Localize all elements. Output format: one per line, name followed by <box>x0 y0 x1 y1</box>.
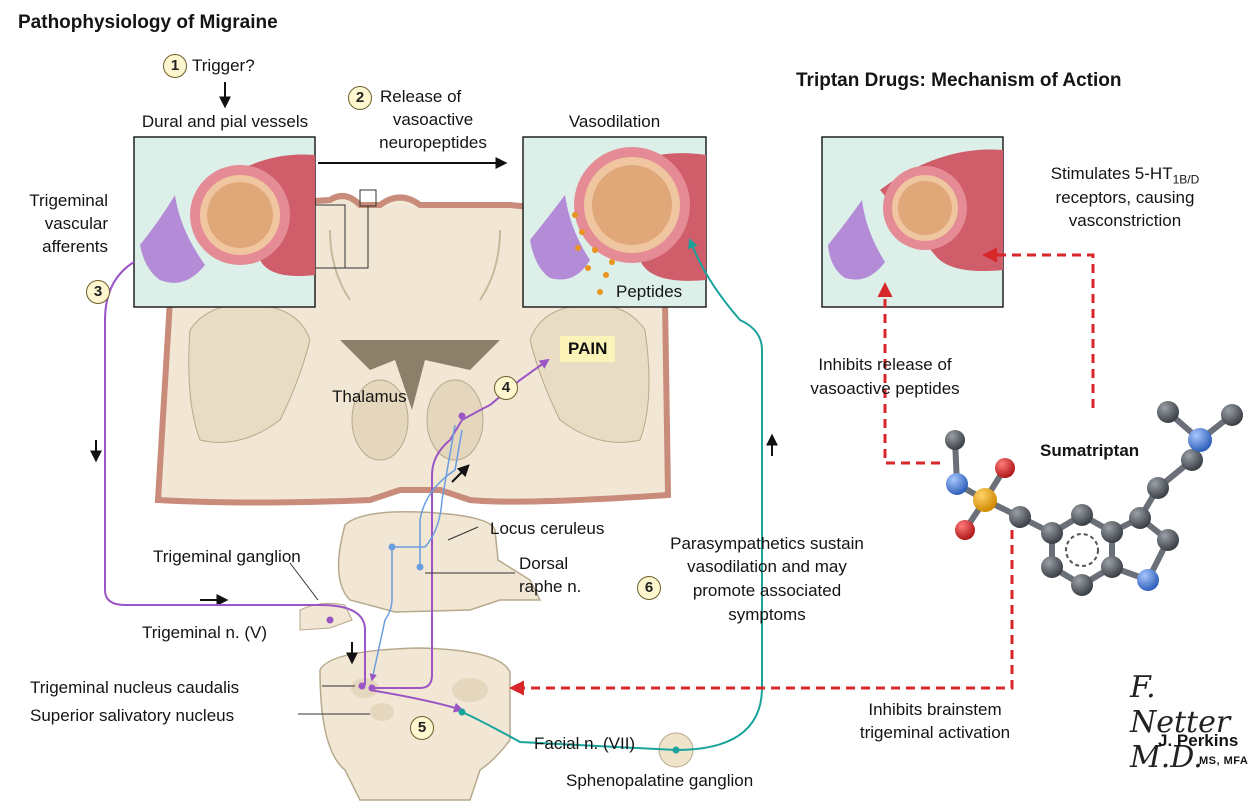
panel-dural <box>133 136 316 308</box>
trigeminal-ganglion-shape <box>299 602 353 631</box>
drug-arrow-brainstem <box>509 530 1014 696</box>
sumatriptan-label: Sumatriptan <box>1040 441 1140 460</box>
inhibits-brainstem-1: Inhibits brainstem <box>868 700 1002 719</box>
step-6-badge: 6 <box>637 576 661 600</box>
trigeminal-nucleus-label: Trigeminal nucleus caudalis <box>30 678 240 697</box>
release-label-3: neuropeptides <box>379 133 487 152</box>
drug-arrow-release <box>877 282 940 465</box>
release-label-2: vasoactive <box>392 110 474 129</box>
diagonal-arrow <box>451 464 470 483</box>
step-1-badge: 1 <box>163 54 187 78</box>
dural-label: Dural and pial vessels <box>141 112 309 131</box>
trigger-label: Trigger? <box>192 56 255 75</box>
inhibits-release-2: vasoactive peptides <box>810 379 960 398</box>
parasympathetics-4: symptoms <box>728 605 806 624</box>
pain-label: PAIN <box>560 336 616 362</box>
trigeminal-nerve-label: Trigeminal n. (V) <box>142 623 268 642</box>
thalamus-label: Thalamus <box>332 387 407 406</box>
stimulates-label-2: receptors, causing <box>1055 188 1195 207</box>
purple-salivatory-path <box>369 689 464 713</box>
blue-path-1 <box>369 547 393 682</box>
panel-triptan <box>821 136 1004 308</box>
drug-arrow-receptor <box>982 247 1095 408</box>
salivatory-label: Superior salivatory nucleus <box>30 706 235 725</box>
facial-nerve-label: Facial n. (VII) <box>534 734 636 753</box>
trigeminal-nucleus-shape <box>351 678 379 698</box>
stimulates-label-1: Stimulates 5-HT1B/D <box>1050 164 1200 187</box>
teal-path <box>461 238 763 752</box>
trigeminal-vascular-2: vascular <box>44 214 108 233</box>
dorsal-raphe-2: raphe n. <box>519 577 582 596</box>
artist-name: J. Perkins <box>1158 731 1239 750</box>
release-label-1: Release of <box>380 87 462 106</box>
dorsal-raphe-1: Dorsal <box>519 554 569 573</box>
trigeminal-vascular-3: afferents <box>42 237 108 256</box>
netter-signature: F. Netter M.D. <box>1130 670 1231 775</box>
inhibits-release-1: Inhibits release of <box>818 355 952 374</box>
purple-ascending-path <box>370 358 550 689</box>
step-5-badge: 5 <box>410 716 434 740</box>
pons <box>337 511 542 613</box>
artist-degrees: MS, MFA <box>1199 755 1249 767</box>
peptides-label: Peptides <box>616 282 683 301</box>
sphenopalatine-label: Sphenopalatine ganglion <box>566 771 754 790</box>
purple-afferent-path <box>104 261 366 685</box>
step-4-badge: 4 <box>494 376 518 400</box>
main-title: Pathophysiology of Migraine <box>18 12 278 33</box>
trigeminal-vascular-1: Trigeminal <box>29 191 108 210</box>
step-3-badge: 3 <box>86 280 110 304</box>
panel-vasodilation <box>522 136 707 308</box>
salivatory-nucleus-shape <box>370 703 394 721</box>
blue-path-3 <box>419 429 463 567</box>
vasodilation-label: Vasodilation <box>568 112 661 131</box>
molecule-atoms <box>945 401 1243 596</box>
stimulates-label-3: vasconstriction <box>1068 211 1182 230</box>
pathway-dots <box>326 412 466 692</box>
locus-ceruleus-label: Locus ceruleus <box>490 519 605 538</box>
parasympathetics-1: Parasympathetics sustain <box>670 534 864 553</box>
triptan-title: Triptan Drugs: Mechanism of Action <box>796 70 1122 91</box>
blue-path-2 <box>392 424 456 548</box>
trigeminal-ganglion-label: Trigeminal ganglion <box>153 547 301 566</box>
parasympathetics-3: promote associated <box>692 581 842 600</box>
parasympathetics-2: vasodilation and may <box>687 557 847 576</box>
inhibits-brainstem-2: trigeminal activation <box>859 723 1011 742</box>
step-2-badge: 2 <box>348 86 372 110</box>
